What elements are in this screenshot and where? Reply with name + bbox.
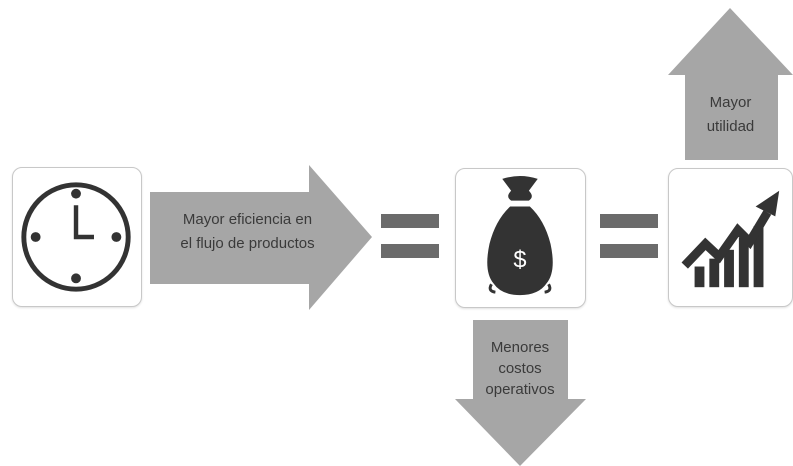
costs-down-arrow: Menores costos operativos — [455, 320, 586, 466]
clock-card — [12, 167, 142, 307]
dollar-symbol: $ — [513, 248, 526, 274]
efficiency-arrow: Mayor eficiencia en el flujo de producto… — [150, 165, 372, 310]
clock-icon — [21, 182, 131, 292]
equals-bar — [381, 214, 439, 228]
money-bag-icon: $ — [487, 175, 553, 296]
equals-sign-1 — [381, 214, 439, 258]
growth-chart-card — [668, 168, 793, 307]
equals-sign-2 — [600, 214, 658, 258]
down-arrow-shape — [455, 320, 586, 466]
equals-bar — [600, 214, 658, 228]
profit-up-arrow: Mayor utilidad — [668, 8, 793, 160]
costs-down-arrow-label: Menores costos operativos — [485, 339, 555, 398]
equals-bar — [381, 244, 439, 258]
up-arrow-shape — [668, 8, 793, 160]
growth-chart-icon — [681, 190, 780, 288]
equals-bar — [600, 244, 658, 258]
right-arrow-shape — [150, 165, 372, 310]
money-bag-card: $ — [455, 168, 586, 308]
profit-up-arrow-label: Mayor utilidad — [706, 94, 755, 135]
efficiency-arrow-label: Mayor eficiencia en el flujo de producto… — [180, 211, 315, 252]
